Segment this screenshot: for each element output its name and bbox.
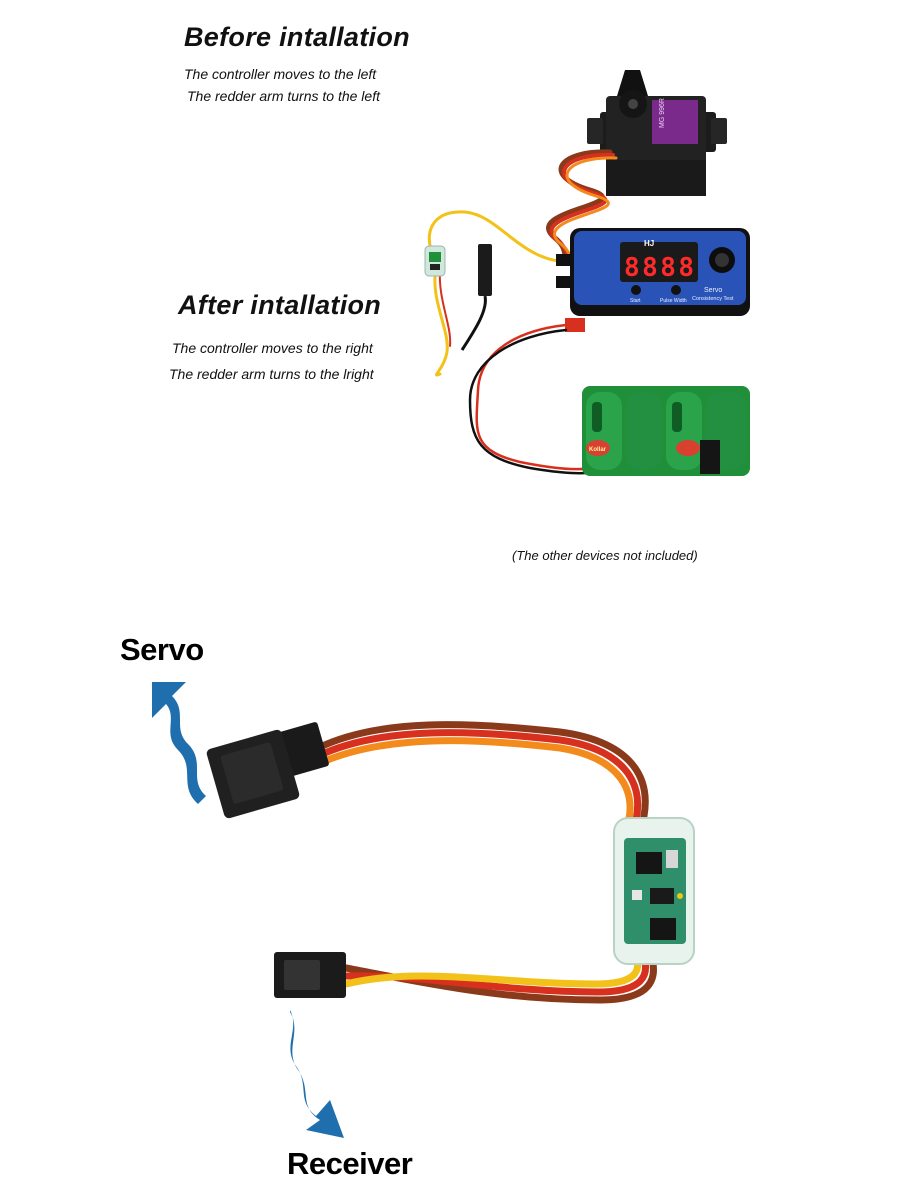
servo-motor xyxy=(587,70,727,196)
before-line-1: The controller moves to the left xyxy=(184,66,377,82)
receiver-arrow-icon xyxy=(290,1010,344,1138)
tester-brand: HJ xyxy=(644,239,654,248)
setup-illustration: MG 996R HJ 8888 Servo Consistency Tes xyxy=(424,70,750,476)
not-included-note: (The other devices not included) xyxy=(512,548,698,563)
reverser-module-small xyxy=(424,245,446,277)
receiver-label: Receiver xyxy=(287,1146,413,1181)
tester-subtitle: Consistency Test xyxy=(692,296,734,302)
servo-tester xyxy=(556,228,750,332)
after-line-2: The redder arm turns to the lright xyxy=(169,366,374,382)
servo-cable xyxy=(546,149,618,270)
before-line-2: The redder arm turns to the left xyxy=(187,88,380,104)
reverser-illustration xyxy=(152,682,695,1138)
reverser-module xyxy=(613,817,695,965)
receiver-side-cable xyxy=(342,948,657,1004)
power-wires xyxy=(468,323,594,475)
battery-pack xyxy=(582,386,750,476)
yellow-wire-loop xyxy=(427,210,572,377)
servo-plug xyxy=(460,244,492,351)
tester-name: Servo xyxy=(704,287,722,294)
servo-connector xyxy=(206,722,329,819)
servo-side-cable xyxy=(314,721,649,840)
servo-arrow-icon xyxy=(152,682,206,804)
tester-button-pulse: Pulse Width xyxy=(660,298,687,304)
after-line-1: The controller moves to the right xyxy=(172,340,373,356)
receiver-connector xyxy=(274,952,346,998)
after-title: After intallation xyxy=(178,290,382,320)
tester-button-start: Start xyxy=(630,298,641,304)
servo-label: Servo xyxy=(120,632,204,667)
servo-model-label: MG 996R xyxy=(659,98,666,128)
battery-label: Kollar xyxy=(589,447,607,453)
before-title: Before intallation xyxy=(184,22,410,52)
